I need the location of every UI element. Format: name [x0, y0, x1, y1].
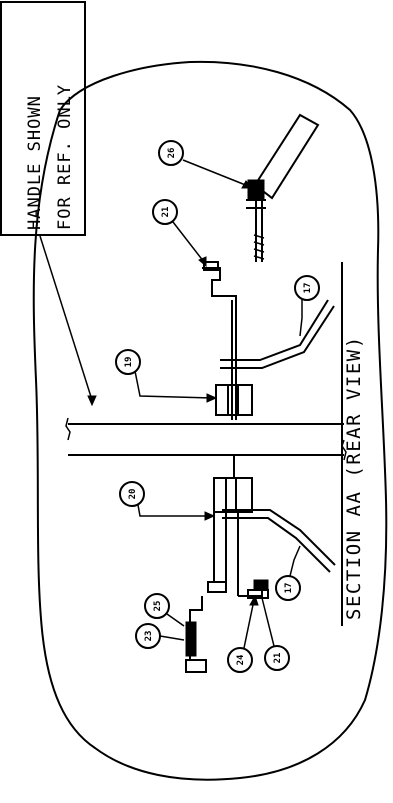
- callout-21-top: 21: [152, 199, 207, 268]
- callout-23: 23: [135, 623, 185, 649]
- bracket-lower: [185, 455, 336, 673]
- note-line-1: HANDLE SHOWN: [25, 95, 45, 230]
- callout-17-top: 17: [294, 275, 320, 337]
- svg-text:26: 26: [167, 148, 177, 159]
- detail-outline: [32, 60, 388, 781]
- callout-25: 25: [144, 593, 185, 627]
- callout-17-bottom: 17: [275, 545, 301, 601]
- svg-text:23: 23: [144, 631, 154, 642]
- linkage-upper: [202, 261, 335, 420]
- note-leader: [39, 235, 93, 401]
- svg-text:17: 17: [284, 583, 294, 594]
- svg-text:21: 21: [273, 653, 283, 664]
- callout-20: 20: [119, 481, 216, 521]
- section-title: SECTION AA (REAR VIEW): [343, 335, 365, 620]
- svg-text:25: 25: [153, 601, 163, 612]
- callout-19: 19: [115, 349, 218, 403]
- note-box: HANDLE SHOWN FOR REF. ONLY: [0, 1, 86, 236]
- lever-upper: [246, 113, 320, 262]
- handle: [65, 417, 347, 461]
- svg-text:20: 20: [128, 489, 138, 500]
- svg-text:19: 19: [124, 357, 134, 368]
- note-line-2: FOR REF. ONLY: [55, 84, 75, 230]
- note-leader-arrow: [87, 395, 97, 407]
- callout-21-bottom: 21: [261, 597, 290, 671]
- callout-26-top: 26: [158, 140, 254, 189]
- svg-text:21: 21: [161, 207, 171, 218]
- svg-text:17: 17: [303, 283, 313, 294]
- callout-24: 24: [227, 594, 259, 673]
- svg-text:24: 24: [236, 654, 246, 665]
